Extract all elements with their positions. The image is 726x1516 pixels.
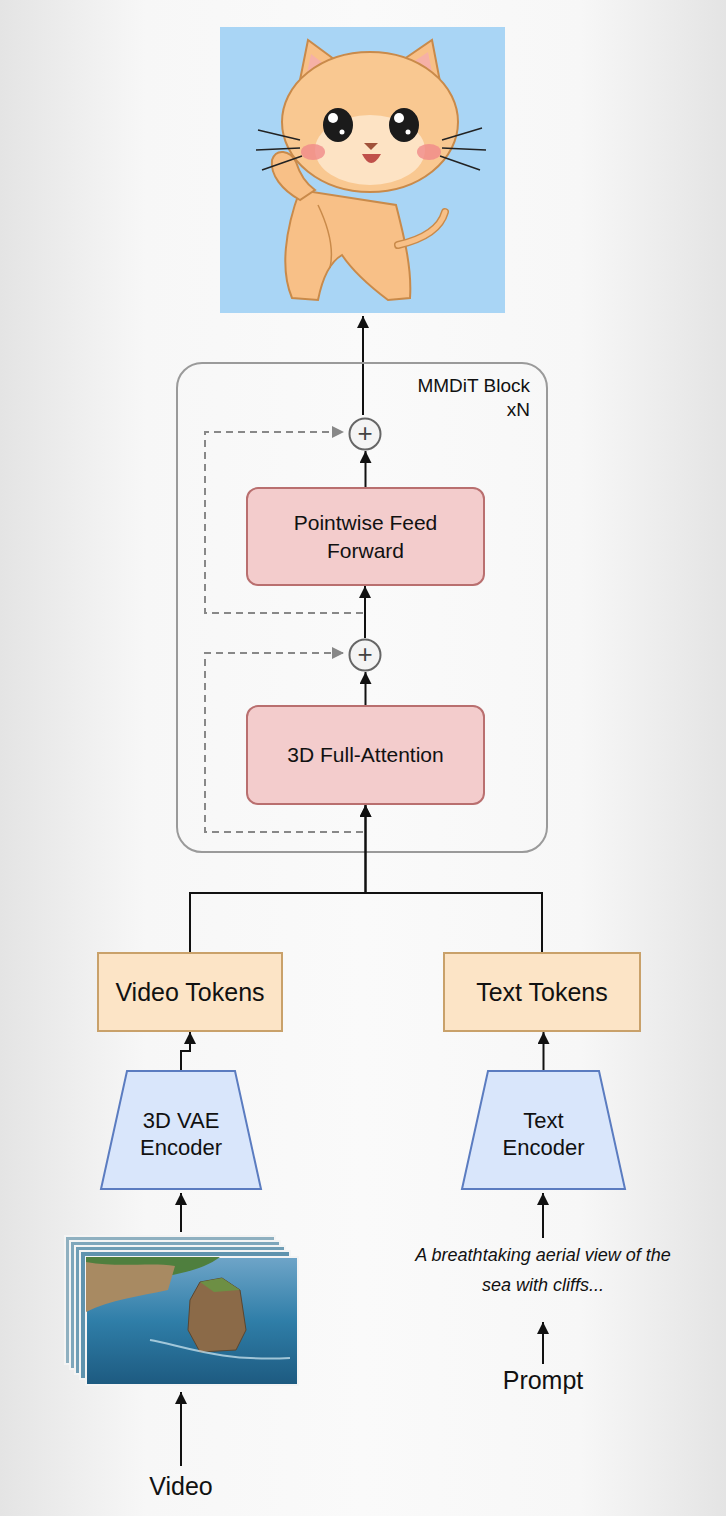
cat-illustration <box>220 27 505 313</box>
node-text: Pointwise Feed Forward <box>283 509 448 565</box>
input-label: Prompt <box>473 1364 613 1396</box>
block-container: MMDiT Block xN + Pointwise Feed Forward +3D… <box>176 362 548 853</box>
token-box: Video Tokens <box>97 952 283 1032</box>
cat-illustration <box>398 212 445 245</box>
encoder-trapezoid: Text Encoder <box>461 1070 626 1190</box>
node-text: 3D Full-Attention <box>256 741 476 769</box>
node-text: Video Tokens <box>115 977 264 1007</box>
output-arrow <box>362 316 364 415</box>
cat-illustration <box>442 128 482 140</box>
flow-arrow <box>181 1032 190 1070</box>
process-box: Pointwise Feed Forward <box>246 487 485 586</box>
add-circle: + <box>348 638 382 672</box>
cat-illustration <box>262 156 302 170</box>
cat-illustration <box>256 148 300 150</box>
cat-illustration <box>328 113 338 123</box>
cat-illustration <box>394 113 404 123</box>
encoder-trapezoid: 3D VAE Encoder <box>100 1070 262 1190</box>
cat-illustration <box>282 52 458 192</box>
input-label: Video <box>111 1470 251 1502</box>
input-arrow <box>542 1322 544 1364</box>
flow-arrow <box>365 672 367 705</box>
add-circle: + <box>348 417 382 451</box>
add-circle-outline <box>350 419 381 450</box>
prompt-text: A breathtaking aerial view of the sea wi… <box>405 1240 681 1300</box>
flow-arrow <box>190 805 366 952</box>
cat-illustration <box>258 130 300 140</box>
node-text: + <box>357 641 372 667</box>
video-frames <box>150 1340 290 1359</box>
cat-illustration <box>340 130 345 135</box>
flow-arrow <box>543 1032 545 1070</box>
node-text: Text Tokens <box>476 977 608 1007</box>
input-arrow <box>180 1392 182 1466</box>
process-box: 3D Full-Attention <box>246 705 485 805</box>
node-text: + <box>357 420 372 446</box>
cat-illustration <box>398 212 445 245</box>
cat-illustration <box>220 27 505 313</box>
cat-illustration <box>323 108 353 142</box>
flow-arrow <box>364 586 366 638</box>
cat-illustration <box>442 148 486 150</box>
cat-illustration <box>440 156 480 170</box>
cat-illustration <box>301 144 325 160</box>
input-arrow <box>180 1193 182 1232</box>
flow-arrow <box>365 451 367 487</box>
trapezoid-outline <box>101 1071 261 1189</box>
node-text: Text Encoder <box>498 1107 590 1161</box>
cat-illustration <box>318 205 332 268</box>
video-frames <box>200 1278 240 1292</box>
cat-illustration <box>364 143 378 150</box>
video-frames <box>188 1278 246 1352</box>
cat-illustration <box>362 154 381 163</box>
node-text: 3D VAE Encoder <box>125 1107 237 1161</box>
node-text: MMDiT Block xN <box>412 374 530 422</box>
cat-illustration <box>406 130 411 135</box>
video-frames <box>65 1236 298 1385</box>
cat-illustration <box>417 144 441 160</box>
cat-illustration <box>389 108 419 142</box>
cat-illustration <box>285 190 410 300</box>
token-box: Text Tokens <box>443 952 641 1032</box>
trapezoid-outline <box>462 1071 625 1189</box>
input-arrow <box>542 1193 544 1238</box>
video-frames <box>86 1257 298 1385</box>
add-circle-outline <box>350 640 381 671</box>
video-frames <box>86 1262 175 1312</box>
flow-arrow <box>366 805 543 952</box>
